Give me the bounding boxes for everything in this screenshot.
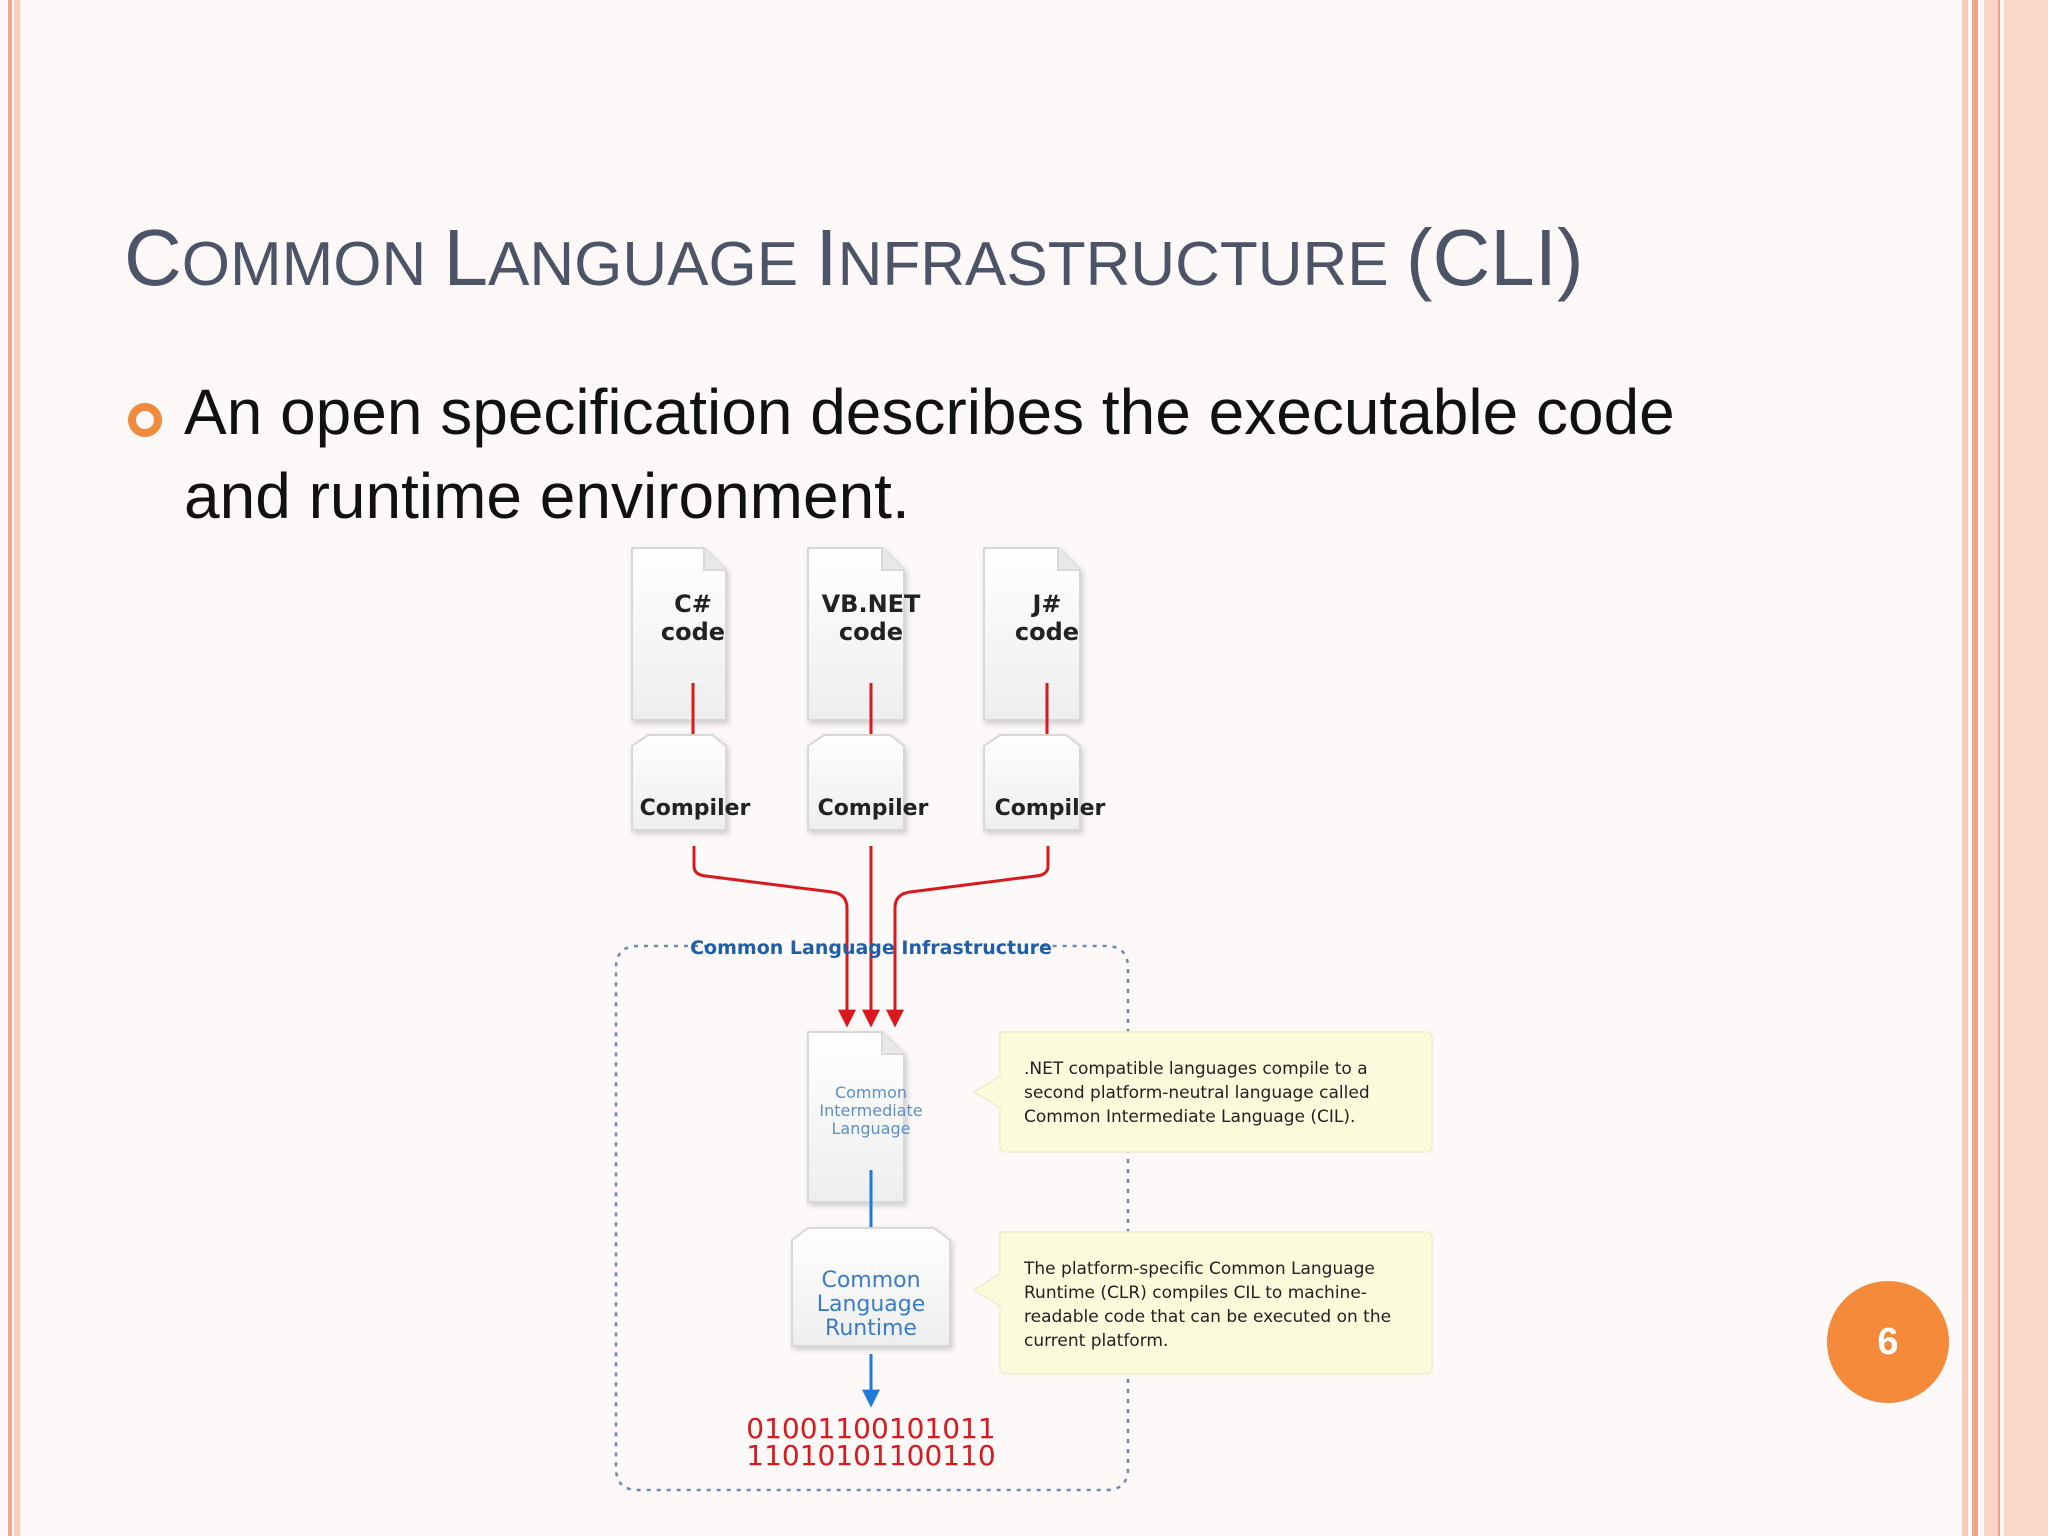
- note-clr-text: readable code that can be executed on th…: [1024, 1307, 1391, 1327]
- cli-diagram: C# code VB.NET code J# code Compiler Com…: [614, 547, 1433, 1492]
- slide-title: COMMON LANGUAGE INFRASTRUCTURE (CLI): [124, 208, 1584, 315]
- left-border-stripe: [8, 0, 12, 1536]
- cli-label: Common Language Infrastructure: [690, 937, 1052, 959]
- source-file-label: VB.NET: [822, 590, 921, 618]
- source-file-label: code: [661, 618, 725, 646]
- cil-document: Common Intermediate Language: [807, 1031, 923, 1203]
- source-file-label: code: [1015, 618, 1079, 646]
- cil-label: Language: [832, 1119, 911, 1138]
- title-word: COMMON: [124, 213, 444, 302]
- converge-arrow: [886, 846, 1050, 1028]
- compiler-box: Compiler: [983, 734, 1106, 831]
- note-clr-text: The platform-specific Common Language: [1023, 1259, 1375, 1279]
- page-number-badge: 6: [1827, 1281, 1949, 1403]
- note-cil-callout: .NET compatible languages compile to a s…: [972, 1031, 1433, 1153]
- cli-frame: [614, 944, 1130, 1492]
- note-clr-callout: The platform-specific Common Language Ru…: [972, 1231, 1433, 1375]
- source-file-jsharp: J# code: [983, 547, 1081, 721]
- clr-box: Common Language Runtime: [791, 1227, 951, 1347]
- converge-arrow: [692, 846, 856, 1028]
- clr-label: Language: [817, 1292, 926, 1317]
- right-border-stripe: [1998, 0, 2000, 1536]
- note-cil-text: second platform-neutral language called: [1024, 1083, 1370, 1103]
- compiler-box: Compiler: [631, 734, 751, 831]
- bullet-text: An open specification describes the exec…: [184, 376, 1675, 532]
- note-clr-text: current platform.: [1024, 1331, 1168, 1351]
- clr-label: Common: [821, 1268, 920, 1293]
- note-cil-text: Common Intermediate Language (CIL).: [1024, 1107, 1355, 1127]
- compiler-label: Compiler: [818, 796, 929, 821]
- title-word: (CLI): [1405, 213, 1584, 302]
- compiler-label: Compiler: [640, 796, 751, 821]
- source-file-vbnet: VB.NET code: [807, 547, 921, 721]
- cil-label: Intermediate: [819, 1101, 922, 1120]
- source-file-csharp: C# code: [631, 547, 727, 721]
- right-border-stripe: [1962, 0, 1968, 1536]
- compiler-label: Compiler: [995, 796, 1106, 821]
- note-cil-text: .NET compatible languages compile to a: [1024, 1059, 1368, 1079]
- title-word: LANGUAGE: [443, 213, 816, 302]
- right-border-stripe: [2004, 0, 2048, 1536]
- source-file-label: C#: [674, 590, 712, 618]
- source-file-label: code: [839, 618, 903, 646]
- page-number: 6: [1877, 1320, 1899, 1363]
- bullet-circle-icon: [128, 403, 162, 437]
- machine-code-line: 01001100101011: [746, 1412, 995, 1445]
- machine-code-line: 11010101100110: [746, 1439, 995, 1472]
- clr-label: Runtime: [825, 1316, 917, 1341]
- note-clr-text: Runtime (CLR) compiles CIL to machine-: [1024, 1283, 1367, 1303]
- right-border-stripe: [1972, 0, 1978, 1536]
- right-border-stripe: [1984, 0, 1998, 1536]
- title-word: INFRASTRUCTURE: [815, 213, 1406, 302]
- compiler-box: Compiler: [807, 734, 929, 831]
- left-border-stripe: [14, 0, 20, 1536]
- source-file-label: J#: [1030, 590, 1061, 618]
- cil-label: Common: [835, 1083, 907, 1102]
